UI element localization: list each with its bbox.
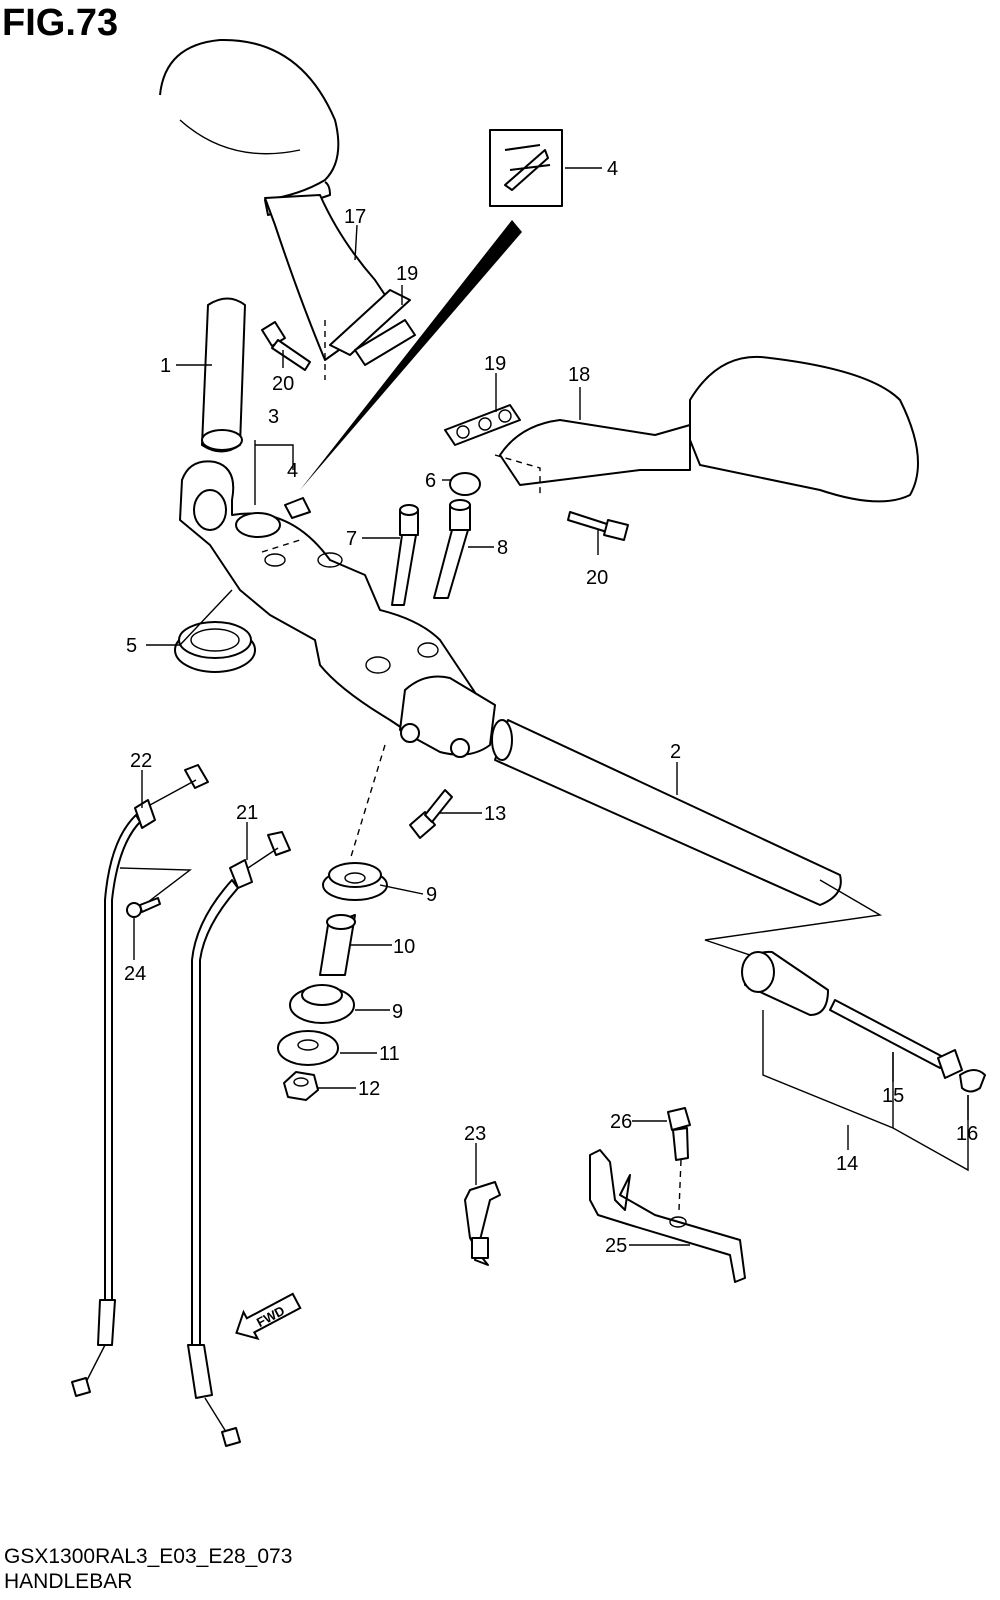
cable-bracket[interactable] (589, 1149, 746, 1283)
right-mirror[interactable] (494, 356, 919, 503)
holder-sticker[interactable] (284, 497, 311, 519)
cushion-lower[interactable] (289, 984, 355, 1024)
callout-19-left: 19 (396, 263, 418, 285)
bracket-bolt-axis (678, 1159, 682, 1211)
figure-title: FIG.73 (2, 2, 119, 44)
callout-16: 16 (956, 1123, 978, 1145)
emblem-pointer-wedge (300, 220, 522, 490)
emblem-sticker[interactable] (489, 129, 563, 207)
cap[interactable] (449, 472, 481, 496)
callout-11: 11 (379, 1043, 400, 1065)
callout-13: 13 (484, 803, 506, 825)
callout-2: 2 (670, 741, 681, 763)
callout-23: 23 (464, 1123, 486, 1145)
callout-15: 15 (882, 1085, 904, 1107)
throttle-cable-2[interactable] (187, 831, 291, 1447)
mirror-bolt-right[interactable] (567, 511, 629, 541)
left-mirror[interactable] (159, 38, 416, 380)
handlebar-tube[interactable] (491, 719, 842, 906)
fwd-label: FWD (254, 1303, 287, 1330)
callout-7: 7 (346, 528, 357, 550)
callout-25: 25 (605, 1235, 627, 1257)
callout-3: 3 (268, 406, 279, 428)
washer[interactable] (277, 1030, 339, 1066)
callout-21: 21 (236, 802, 258, 824)
callout-4-holder: 4 (287, 460, 298, 482)
section-name: HANDLEBAR (4, 1570, 133, 1593)
holder-bolt-13[interactable] (409, 789, 453, 839)
callout-6: 6 (425, 470, 436, 492)
left-grip[interactable] (201, 297, 246, 453)
leader-lines (133, 167, 969, 1246)
callout-26: 26 (610, 1111, 632, 1133)
fwd-arrow-icon: FWD (235, 1292, 302, 1341)
callout-5: 5 (126, 635, 137, 657)
throttle-cable-1[interactable] (71, 764, 209, 1397)
callout-22: 22 (130, 750, 152, 772)
callout-18: 18 (568, 364, 590, 386)
holder-bolt-7[interactable] (391, 504, 419, 606)
model-code: GSX1300RAL3_E03_E28_073 (4, 1545, 293, 1568)
cable-screw[interactable] (119, 867, 192, 918)
cushion-upper[interactable] (322, 862, 388, 901)
collar[interactable] (319, 914, 356, 976)
balancer-bolt[interactable] (829, 999, 963, 1079)
callout-17: 17 (344, 206, 366, 228)
callout-4-emblem: 4 (607, 158, 618, 180)
balancer-weight[interactable] (741, 950, 829, 1016)
callout-8: 8 (497, 537, 508, 559)
callout-9-upper: 9 (426, 884, 437, 906)
balancer-cap[interactable] (959, 1069, 986, 1093)
callout-20-right: 20 (586, 567, 608, 589)
mirror-bolt-left[interactable] (261, 321, 311, 371)
holder-bolt-8[interactable] (433, 499, 471, 599)
handlebar-holder[interactable] (179, 460, 496, 758)
callout-24: 24 (124, 963, 146, 985)
nut[interactable] (283, 1071, 319, 1101)
mount-axis (349, 744, 386, 861)
callout-1: 1 (160, 355, 171, 377)
callout-9-lower: 9 (392, 1001, 403, 1023)
cable-clamp[interactable] (464, 1181, 501, 1266)
balancer-bracket (762, 1010, 969, 1172)
callout-12: 12 (358, 1078, 380, 1100)
mirror-spacer-right[interactable] (444, 404, 521, 446)
bracket-bolt[interactable] (667, 1107, 691, 1161)
callout-19-right: 19 (484, 353, 506, 375)
callout-20-left: 20 (272, 373, 294, 395)
callout-10: 10 (393, 936, 415, 958)
callout-14: 14 (836, 1153, 858, 1175)
damper-ring[interactable] (174, 621, 256, 673)
break-line (704, 879, 883, 961)
